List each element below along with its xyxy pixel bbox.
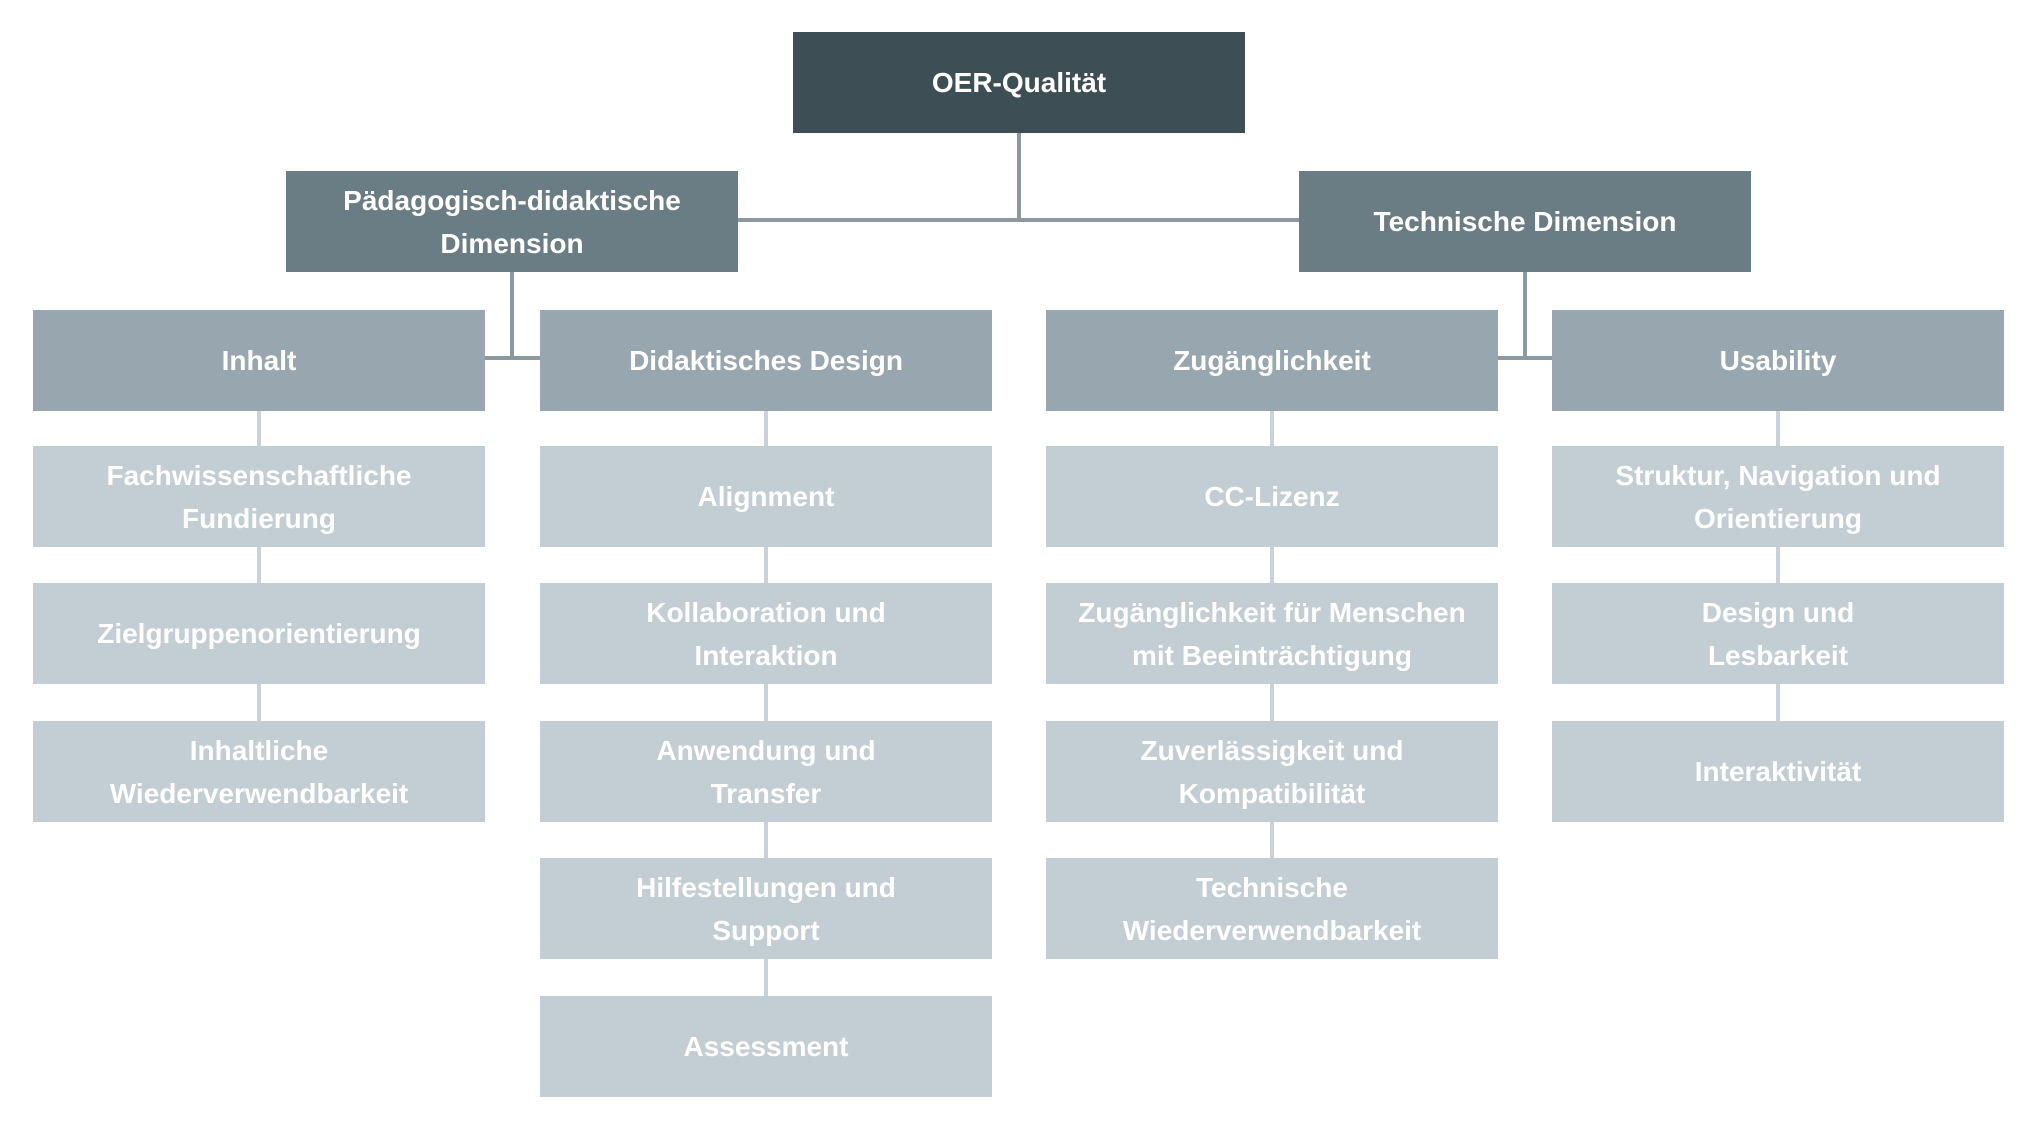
node-item-interaktivitaet: Interaktivität [1552, 721, 2004, 822]
connector-dimension-left-vertical [510, 272, 514, 360]
connector-column-usability [1776, 411, 1780, 727]
node-item-struktur-navigation-orientierung: Struktur, Navigation und Orientierung [1552, 446, 2004, 547]
node-item-hilfestellungen-und-support: Hilfestellungen und Support [540, 858, 992, 959]
node-category-didaktisches-design: Didaktisches Design [540, 310, 992, 411]
node-item-assessment: Assessment [540, 996, 992, 1097]
node-item-alignment: Alignment [540, 446, 992, 547]
connector-dimension-right-vertical [1523, 272, 1527, 360]
node-item-design-und-lesbarkeit: Design und Lesbarkeit [1552, 583, 2004, 684]
node-item-zuverlaessigkeit-und-kompatibilitaet: Zuverlässigkeit und Kompatibilität [1046, 721, 1498, 822]
node-item-inhaltliche-wiederverwendbarkeit: Inhaltliche Wiederverwendbarkeit [33, 721, 485, 822]
connector-root-vertical [1017, 133, 1021, 221]
node-category-inhalt: Inhalt [33, 310, 485, 411]
connector-column-inhalt [257, 411, 261, 727]
node-category-zugaenglichkeit: Zugänglichkeit [1046, 310, 1498, 411]
connector-dimension-right-horizontal [1496, 356, 1554, 360]
node-item-zielgruppenorientierung: Zielgruppenorientierung [33, 583, 485, 684]
node-item-fachwissenschaftliche-fundierung: Fachwissenschaftliche Fundierung [33, 446, 485, 547]
node-category-usability: Usability [1552, 310, 2004, 411]
node-dimension-paedagogisch-didaktisch: Pädagogisch-didaktische Dimension [286, 171, 738, 272]
node-root-oer-qualitaet: OER-Qualität [793, 32, 1245, 133]
node-item-kollaboration-und-interaktion: Kollaboration und Interaktion [540, 583, 992, 684]
node-item-anwendung-und-transfer: Anwendung und Transfer [540, 721, 992, 822]
connector-dimensions-horizontal [736, 218, 1301, 222]
node-item-cc-lizenz: CC-Lizenz [1046, 446, 1498, 547]
node-item-technische-wiederverwendbarkeit: Technische Wiederverwendbarkeit [1046, 858, 1498, 959]
connector-column-didaktisches-design [764, 411, 768, 1002]
node-item-zugaenglichkeit-fuer-menschen: Zugänglichkeit für Menschen mit Beeinträ… [1046, 583, 1498, 684]
connector-dimension-left-horizontal [485, 356, 542, 360]
node-dimension-technisch: Technische Dimension [1299, 171, 1751, 272]
